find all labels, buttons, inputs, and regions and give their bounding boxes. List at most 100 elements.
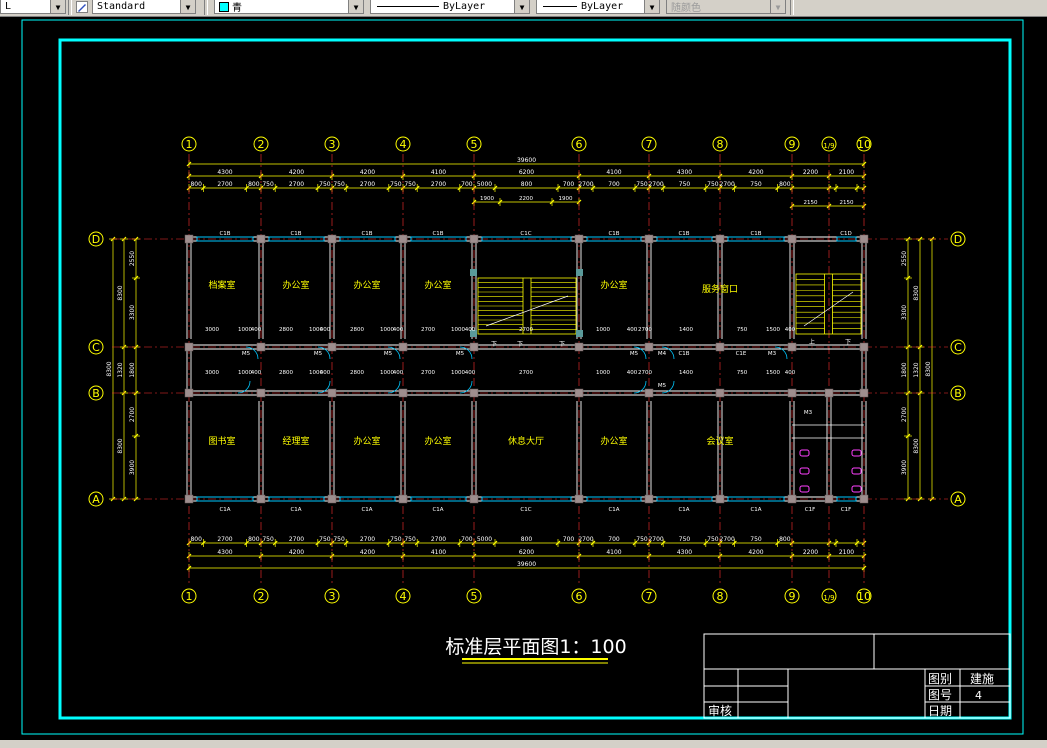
room-name: 办公室: [424, 435, 451, 447]
dim-text: 6200: [519, 549, 534, 556]
dim-text: 750: [333, 181, 345, 188]
color-dropdown[interactable]: 青 ▼: [214, 0, 364, 14]
door-swing: [317, 346, 331, 360]
dim-tick: [861, 565, 867, 571]
dim-text: 6200: [519, 169, 534, 176]
dim-text: 400: [320, 370, 331, 376]
sheet-outer-frame: [21, 19, 1024, 735]
stair-direction-mark: 上: [809, 338, 815, 346]
chevron-down-icon[interactable]: ▼: [50, 0, 65, 13]
window-label: C1A: [290, 507, 301, 513]
dim-text: 400: [465, 327, 476, 333]
axis-bubble: [712, 588, 728, 604]
linetype-dropdown[interactable]: ByLayer ▼: [370, 0, 530, 14]
toilet-fixture: [799, 485, 810, 493]
column: [327, 388, 337, 398]
room-name: 办公室: [353, 435, 380, 447]
dim-text: 2700: [720, 536, 735, 543]
dim-tick: [186, 565, 192, 571]
window-label: C1A: [361, 507, 372, 513]
dim-text: 750: [262, 181, 274, 188]
chevron-down-icon[interactable]: ▼: [180, 0, 195, 13]
axis-label-x: 4: [400, 590, 407, 603]
dim-text: 400: [393, 327, 404, 333]
dim-text: 1000: [451, 370, 465, 376]
axis-bubble: [466, 588, 482, 604]
dim-text: 400: [465, 370, 476, 376]
axis-bubble: [253, 136, 269, 152]
window: [656, 236, 713, 242]
door-swing: [774, 346, 788, 360]
dim-text: 750: [707, 536, 719, 543]
dim-text: 2700: [901, 407, 908, 422]
window-label: C1A: [750, 507, 761, 513]
door-label: M5: [242, 351, 251, 357]
dim-text: 700: [608, 536, 620, 543]
dim-text: 400: [627, 370, 638, 376]
dim-text: 1000: [451, 327, 465, 333]
lineweight-dropdown[interactable]: ByLayer ▼: [536, 0, 660, 14]
dim-text: 800: [248, 536, 260, 543]
door-swing: [459, 380, 473, 394]
door-swing: [387, 380, 401, 394]
window: [836, 236, 857, 242]
column: [469, 342, 479, 352]
dim-tick: [555, 540, 561, 546]
axis-label-x: 1/9: [823, 594, 834, 602]
column: [256, 388, 266, 398]
toilet-fixture: [851, 449, 862, 457]
dim-text: 1800: [901, 362, 908, 377]
dim-tick: [414, 540, 420, 546]
window: [727, 496, 785, 502]
window-label: C1B: [290, 231, 301, 237]
column: [787, 388, 797, 398]
chevron-down-icon[interactable]: ▼: [348, 0, 363, 13]
stair-direction-mark: 下: [517, 341, 523, 348]
room-name: 经理室: [282, 435, 309, 447]
axis-bubble: [253, 588, 269, 604]
dim-text: 750: [319, 181, 331, 188]
chevron-down-icon[interactable]: ▼: [644, 0, 659, 13]
dim-text: 1000: [596, 370, 610, 376]
dim-tick: [272, 185, 278, 191]
chevron-down-icon[interactable]: ▼: [514, 0, 529, 13]
axis-bubble: [395, 136, 411, 152]
dim-text: 2150: [840, 200, 854, 206]
text-style-icon[interactable]: [76, 1, 88, 13]
dim-text: 4300: [677, 549, 692, 556]
axis-bubble: [571, 588, 587, 604]
dim-text: 3000: [205, 370, 219, 376]
window-label: C1A: [678, 507, 689, 513]
dim-text: 2700: [217, 536, 232, 543]
dim-text: 39600: [517, 157, 536, 164]
dim-text: 750: [319, 536, 331, 543]
dim-text: 400: [320, 327, 331, 333]
window-label: C1F: [841, 507, 852, 513]
axis-label-x: 1: [186, 590, 193, 603]
door-label: C1B: [678, 351, 689, 357]
dim-text: 800: [779, 181, 791, 188]
window-label: C1D: [840, 231, 852, 237]
room-name: 办公室: [353, 279, 380, 291]
dim-tick: [492, 185, 498, 191]
dim-tick: [917, 390, 923, 396]
window-label: C1B: [219, 231, 230, 237]
toolbar-divider: [790, 0, 794, 15]
window: [268, 236, 325, 242]
axis-label-x: 5: [471, 138, 478, 151]
axis-label-x: 3: [329, 590, 336, 603]
column: [715, 342, 725, 352]
dim-text: 750: [404, 536, 416, 543]
column: [644, 342, 654, 352]
dim-tick: [186, 161, 192, 167]
layer-dropdown[interactable]: L ▼: [0, 0, 66, 14]
text-style-dropdown[interactable]: Standard ▼: [92, 0, 196, 14]
axis-bubble: [784, 136, 800, 152]
dim-tick: [590, 185, 596, 191]
dim-text: 4100: [431, 169, 446, 176]
column: [859, 494, 869, 504]
door-swing: [245, 346, 259, 360]
dim-tick: [457, 185, 463, 191]
axis-label-x: 7: [646, 138, 653, 151]
